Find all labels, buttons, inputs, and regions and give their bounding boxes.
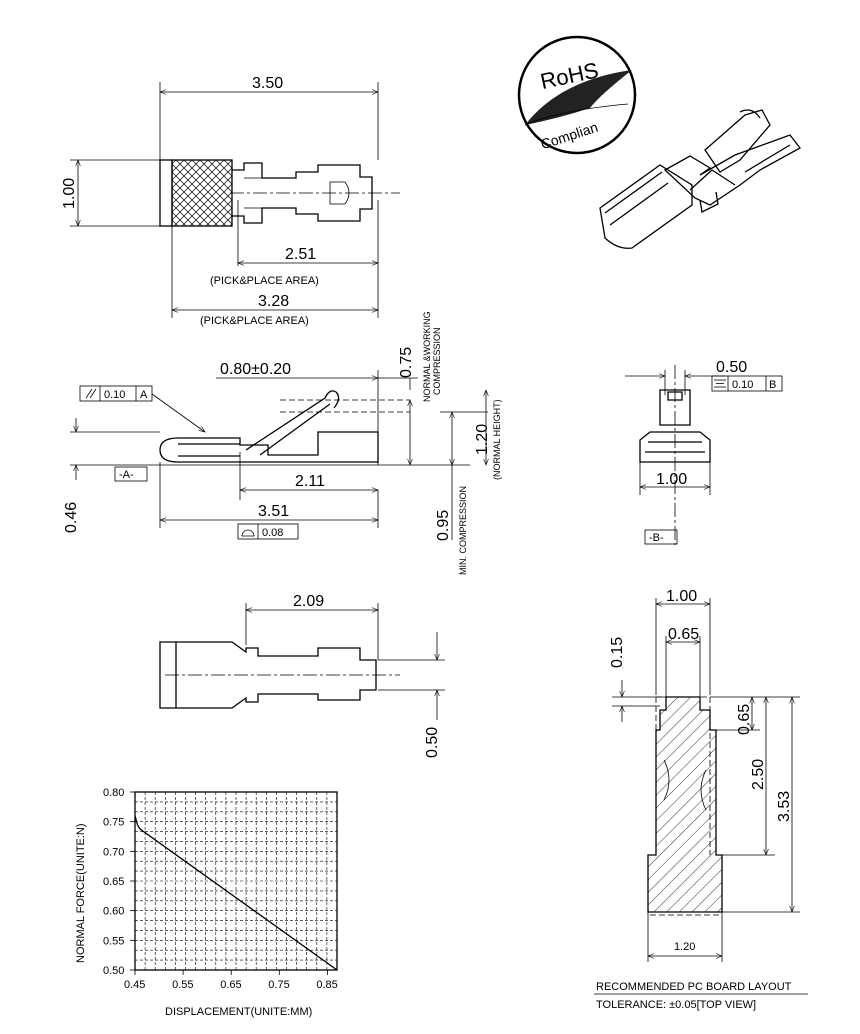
y-tick-label: 0.70 bbox=[103, 846, 124, 858]
dim-span: 0.80±0.20 bbox=[220, 361, 291, 378]
part-3d-view bbox=[599, 109, 801, 249]
pcb-dim-353: 3.53 bbox=[776, 791, 793, 822]
y-tick-label: 0.75 bbox=[103, 817, 124, 829]
dim-length: 3.50 bbox=[252, 75, 283, 92]
dim-050-bottom: 0.50 bbox=[424, 727, 441, 758]
dim-351: 3.51 bbox=[258, 503, 289, 520]
dim-095: 0.95 bbox=[435, 510, 452, 541]
y-tick-label: 0.65 bbox=[103, 876, 124, 888]
force-displacement-chart: 0.45 0.55 0.65 0.75 0.85 0.80 0.75 0.70 0.65 0.60… bbox=[75, 787, 338, 1018]
pcb-layout: 1.00 0.65 0.15 0.65 2.50 3.53 1.20 RECOM… bbox=[594, 588, 808, 1011]
label-compression: COMPRESSION bbox=[432, 327, 442, 395]
svg-text:A: A bbox=[140, 389, 148, 401]
end-view: 0.50 0.10 B 1.00 -B- bbox=[625, 359, 783, 545]
pcb-dim-015: 0.15 bbox=[609, 637, 626, 668]
x-tick-label: 0.45 bbox=[124, 979, 145, 991]
y-tick-label: 0.80 bbox=[103, 787, 124, 799]
symmetry-frame: 0.10 B bbox=[711, 375, 783, 392]
x-tick-label: 0.75 bbox=[268, 979, 289, 991]
label-normal-height: (NORMAL HEIGHT) bbox=[492, 399, 502, 480]
parallelism-frame: 0.10 A bbox=[79, 385, 153, 402]
pcb-tolerance: TOLERANCE: ±0.05[TOP VIEW] bbox=[596, 999, 756, 1011]
dim-100-end: 1.00 bbox=[656, 471, 687, 488]
svg-text:0.10: 0.10 bbox=[732, 379, 753, 391]
crosshatch-pad bbox=[171, 159, 233, 227]
dim-120: 1.20 bbox=[474, 424, 491, 455]
label-working: NORMAL &WORKING bbox=[422, 311, 432, 402]
x-tick-label: 0.85 bbox=[316, 979, 337, 991]
bottom-view: 2.09 0.50 bbox=[159, 593, 445, 758]
chart-grid bbox=[135, 792, 337, 970]
chart-ylabel: NORMAL FORCE(UNITE:N) bbox=[75, 823, 87, 963]
profile-frame: 0.08 bbox=[237, 523, 299, 540]
dim-075: 0.75 bbox=[398, 347, 415, 378]
dim-050-end: 0.50 bbox=[716, 359, 747, 376]
svg-text:0.10: 0.10 bbox=[104, 389, 125, 401]
dim-211: 2.11 bbox=[295, 473, 325, 490]
dim-thickness: 0.46 bbox=[63, 502, 80, 533]
svg-text:0.08: 0.08 bbox=[262, 527, 283, 539]
pick1-label: (PICK&PLACE AREA) bbox=[210, 275, 319, 287]
x-tick-label: 0.55 bbox=[172, 979, 193, 991]
rohs-badge: RoHS Complian bbox=[517, 35, 637, 155]
datum-b: -B- bbox=[649, 532, 664, 544]
pcb-dim-120: 1.20 bbox=[674, 941, 695, 953]
pcb-caption: RECOMMENDED PC BOARD LAYOUT bbox=[596, 981, 792, 993]
side-view: 0.80±0.20 0.10 A -A- 0.46 2.11 bbox=[63, 311, 502, 575]
dim-pick1: 2.51 bbox=[285, 246, 316, 263]
label-min-comp: MIN. COMPRESSION bbox=[458, 486, 468, 575]
pcb-dim-065b: 0.65 bbox=[736, 704, 753, 735]
y-tick-label: 0.50 bbox=[103, 965, 124, 977]
dim-pick2: 3.28 bbox=[258, 293, 289, 310]
top-view: 3.50 1.00 2.51 (PICK&PLACE AREA) 3.28 (P… bbox=[61, 75, 400, 327]
chart-ticks: 0.45 0.55 0.65 0.75 0.85 0.80 0.75 0.70 0.65 0.60… bbox=[103, 787, 338, 991]
force-curve bbox=[134, 815, 338, 971]
chart-xlabel: DISPLACEMENT(UNITE:MM) bbox=[165, 1006, 312, 1018]
svg-text:B: B bbox=[769, 379, 776, 391]
y-tick-label: 0.60 bbox=[103, 906, 124, 918]
pcb-dim-065a: 0.65 bbox=[668, 626, 699, 643]
pick2-label: (PICK&PLACE AREA) bbox=[200, 315, 309, 327]
x-tick-label: 0.65 bbox=[220, 979, 241, 991]
pcb-dim-250: 2.50 bbox=[750, 759, 767, 790]
datum-a: -A- bbox=[119, 469, 134, 481]
dim-209: 2.09 bbox=[293, 593, 324, 610]
y-tick-label: 0.55 bbox=[103, 935, 124, 947]
pcb-dim-100: 1.00 bbox=[666, 588, 697, 605]
dim-width: 1.00 bbox=[61, 178, 78, 209]
footprint-hatch bbox=[647, 696, 723, 913]
